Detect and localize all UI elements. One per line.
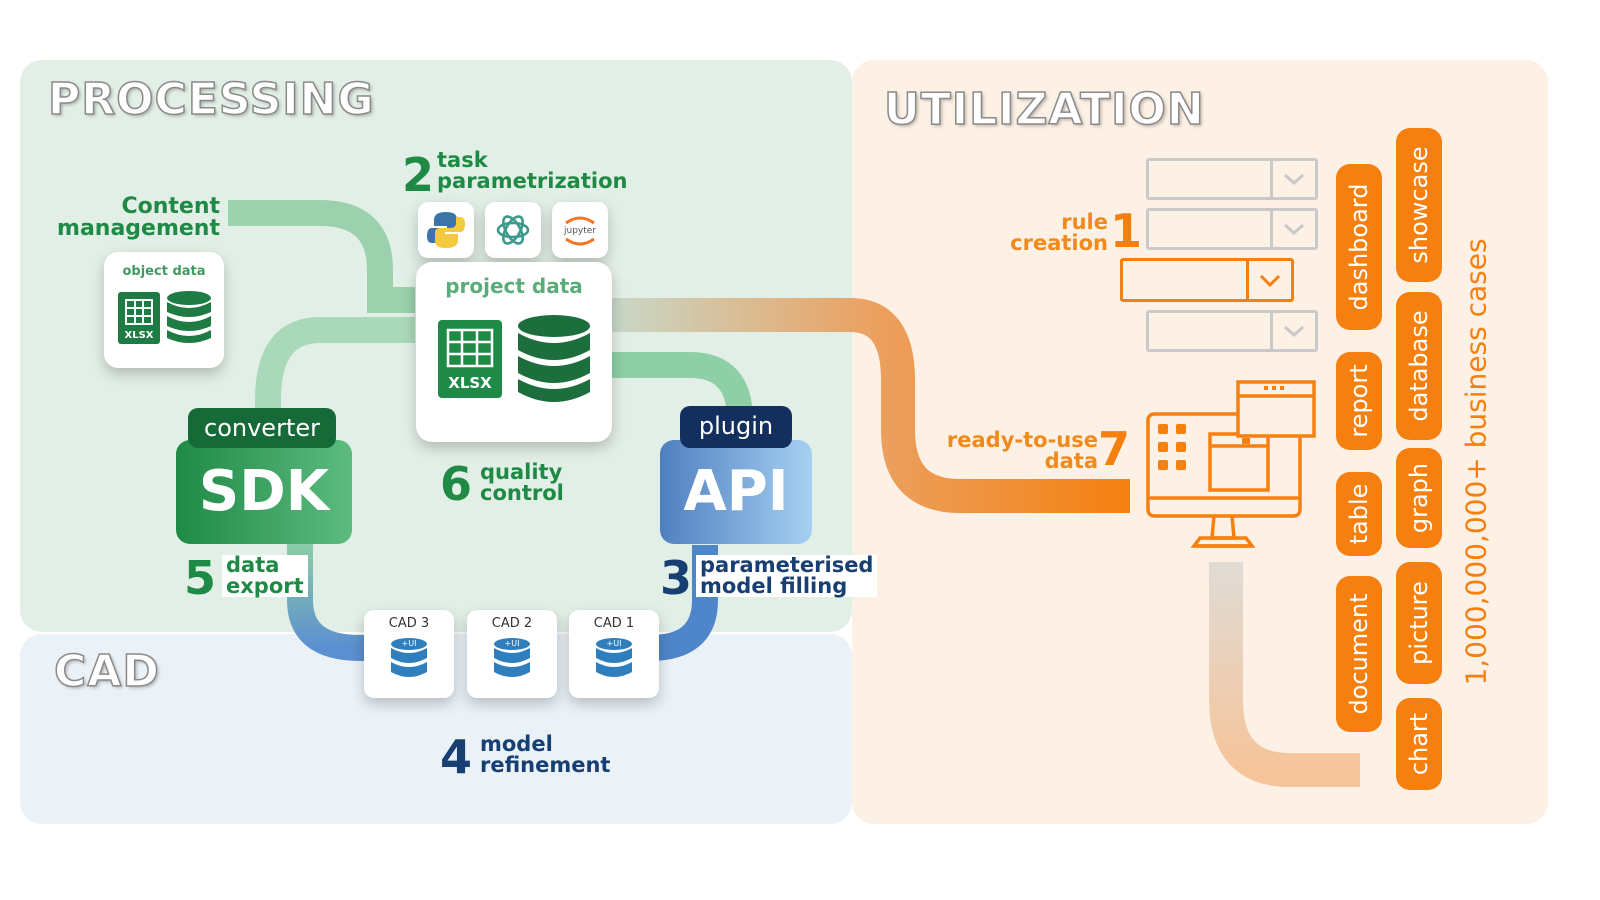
step-1-line1: rule	[1061, 210, 1108, 234]
cad-3-tag: +UI	[401, 639, 417, 648]
processing-title: PROCESSING	[47, 73, 375, 126]
monitor-icon	[1146, 380, 1316, 548]
step-6-line1: quality	[480, 460, 563, 484]
database-icon	[596, 638, 632, 677]
output-table[interactable]: table	[1336, 472, 1382, 556]
cad-2-tag: +UI	[504, 639, 520, 648]
step-1-label: rule creation	[990, 212, 1108, 254]
step-4-label: model refinement	[480, 734, 610, 776]
output-picture-label: picture	[1405, 581, 1433, 665]
openai-tool-card[interactable]	[485, 202, 541, 258]
output-chart[interactable]: chart	[1396, 698, 1442, 790]
step-5-line1: data	[226, 553, 280, 577]
step-5-line2: export	[226, 574, 304, 598]
step-1-number: 1	[1110, 204, 1143, 258]
project-data-label: project data	[445, 274, 583, 298]
step-3-number: 3	[660, 551, 693, 605]
cad-1-card[interactable]: CAD 1 +UI	[569, 610, 659, 698]
cad-2-label: CAD 2	[491, 616, 533, 631]
jupyter-tool-card[interactable]: jupyter	[552, 202, 608, 258]
chevron-down-icon	[1270, 211, 1315, 247]
output-showcase[interactable]: showcase	[1396, 128, 1442, 282]
output-chart-label: chart	[1405, 712, 1433, 776]
database-icon	[391, 638, 427, 677]
openai-icon	[496, 215, 530, 245]
output-graph-label: graph	[1405, 462, 1433, 534]
step-7-label: ready-to-use data	[930, 430, 1098, 472]
content-management-line2: management	[57, 216, 220, 241]
jupyter-label: jupyter	[563, 226, 596, 236]
step-7-line2: data	[1044, 449, 1098, 473]
business-cases-text: 1,000,000,000+ business cases	[1459, 238, 1493, 686]
step-1-line2: creation	[1010, 231, 1108, 255]
step-4-line2: refinement	[480, 753, 611, 777]
cad-3-label: CAD 3	[388, 616, 430, 631]
database-icon	[494, 638, 530, 677]
rule-dropdown-2[interactable]	[1146, 208, 1318, 250]
cad-title: CAD	[53, 645, 160, 698]
step-3-line2: model filling	[700, 574, 848, 598]
output-document-label: document	[1345, 593, 1373, 715]
step-6-number: 6	[440, 457, 473, 511]
step-5-number: 5	[184, 551, 217, 605]
step-6-label: quality control	[480, 462, 564, 504]
output-dashboard[interactable]: dashboard	[1336, 164, 1382, 330]
cad-3-card[interactable]: CAD 3 +UI	[364, 610, 454, 698]
chevron-down-icon	[1270, 161, 1315, 197]
python-icon	[427, 212, 465, 248]
step-2-number: 2	[402, 148, 435, 202]
jupyter-icon	[565, 216, 595, 246]
rule-dropdown-1[interactable]	[1146, 158, 1318, 200]
step-2-line1: task	[437, 148, 488, 172]
rule-dropdown-active[interactable]	[1120, 258, 1294, 302]
step-7-line1: ready-to-use	[946, 428, 1098, 452]
python-tool-card[interactable]	[418, 202, 474, 258]
output-database-label: database	[1405, 310, 1433, 422]
database-icon	[167, 291, 211, 343]
project-data-file-label: XLSX	[448, 374, 492, 392]
step-3-line1: parameterised	[700, 553, 874, 577]
api-block[interactable]: API	[660, 440, 812, 544]
output-graph[interactable]: graph	[1396, 448, 1442, 548]
cad-1-tag: +UI	[606, 639, 622, 648]
output-showcase-label: showcase	[1405, 146, 1433, 264]
object-data-label: object data	[122, 264, 206, 279]
sdk-converter-tag: converter	[188, 408, 336, 448]
output-database[interactable]: database	[1396, 292, 1442, 440]
object-data-file-label: XLSX	[124, 330, 154, 341]
step-4-number: 4	[440, 730, 473, 784]
output-table-label: table	[1345, 483, 1373, 545]
api-title: API	[683, 459, 789, 524]
output-report-label: report	[1345, 364, 1373, 438]
step-4-line1: model	[480, 732, 553, 756]
chevron-down-icon	[1270, 313, 1315, 349]
xlsx-icon: XLSX	[118, 292, 160, 344]
content-management-line1: Content	[121, 194, 220, 219]
sdk-block[interactable]: SDK	[176, 440, 352, 544]
sdk-title: SDK	[198, 459, 330, 524]
output-report[interactable]: report	[1336, 352, 1382, 450]
utilization-title: UTILIZATION	[883, 83, 1205, 136]
step-2-line2: parametrization	[437, 169, 628, 193]
chevron-down-icon	[1246, 261, 1291, 299]
xlsx-icon: XLSX	[438, 320, 502, 398]
database-icon	[518, 315, 590, 402]
output-dashboard-label: dashboard	[1345, 183, 1373, 311]
output-document[interactable]: document	[1336, 576, 1382, 732]
rule-dropdown-4[interactable]	[1146, 310, 1318, 352]
cad-2-card[interactable]: CAD 2 +UI	[467, 610, 557, 698]
step-3-label: parameterised model filling	[696, 553, 878, 598]
step-2-label: task parametrization	[437, 150, 627, 192]
step-5-label: data export	[222, 555, 308, 597]
api-plugin-tag: plugin	[680, 406, 792, 448]
step-7-number: 7	[1098, 422, 1131, 476]
project-data-card[interactable]: project data XLSX	[416, 262, 612, 442]
object-data-card[interactable]: object data XLSX	[104, 252, 224, 368]
output-picture[interactable]: picture	[1396, 562, 1442, 684]
cad-1-label: CAD 1	[593, 616, 635, 631]
content-management-label: Content management	[40, 196, 220, 240]
step-6-line2: control	[480, 481, 564, 505]
